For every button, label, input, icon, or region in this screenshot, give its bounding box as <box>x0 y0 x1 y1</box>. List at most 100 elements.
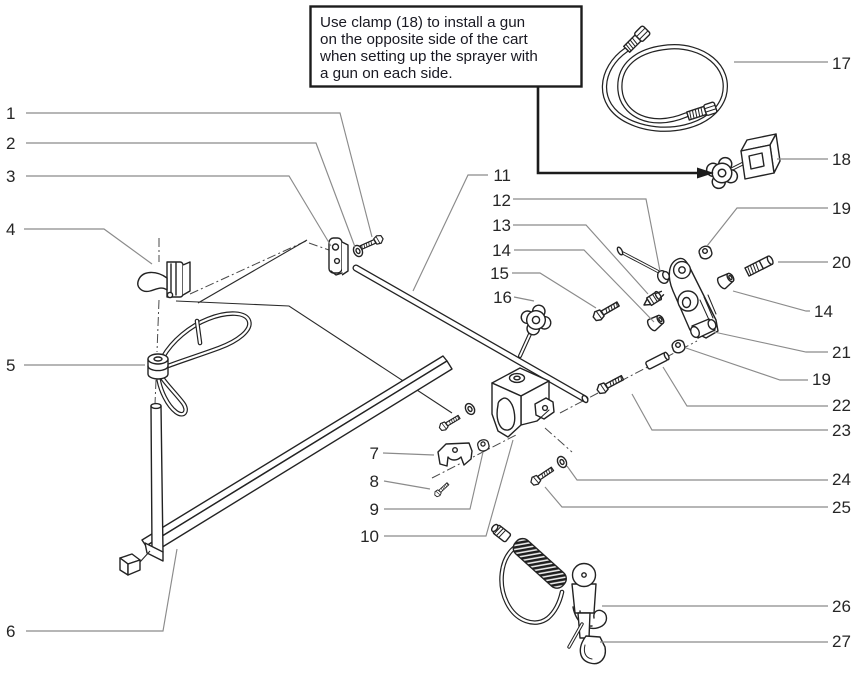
part-saddle-clamp <box>437 442 473 467</box>
bolt-axis <box>544 427 573 453</box>
part-gun-support-rod <box>352 264 589 404</box>
leader-9 <box>384 451 484 510</box>
callout-20: 20 <box>832 253 851 272</box>
callout-11: 11 <box>493 166 511 185</box>
part-spacer <box>645 351 670 370</box>
callout-19-top: 19 <box>832 199 851 218</box>
callout-17: 17 <box>832 54 851 73</box>
part-hose <box>601 25 728 132</box>
part-bolt <box>528 464 556 488</box>
leader-15 <box>512 272 597 309</box>
leader-8 <box>383 480 431 490</box>
part-flange-nut <box>715 270 737 291</box>
leader-4 <box>24 228 153 265</box>
part-bolt <box>594 372 626 397</box>
note-line-2: on the opposite side of the cart <box>320 31 528 48</box>
leader-19-bottom <box>685 347 808 381</box>
callout-6: 6 <box>6 622 15 641</box>
callout-7: 7 <box>370 444 379 463</box>
note-line-3: when setting up the sprayer with <box>319 48 538 65</box>
leader-16 <box>513 296 535 302</box>
part-gun-clamp <box>700 133 781 195</box>
part-clamp-knob <box>516 300 556 358</box>
saddle-axis <box>431 433 519 479</box>
part-spray-gun <box>490 523 608 665</box>
leader-24 <box>566 465 828 481</box>
callout-4: 4 <box>6 220 15 239</box>
center-axis-line <box>154 238 160 405</box>
part-pivot-pin <box>616 246 671 284</box>
callout-5: 5 <box>6 356 15 375</box>
callout-3: 3 <box>6 167 15 186</box>
callout-24: 24 <box>832 470 851 489</box>
leader-6 <box>26 548 178 632</box>
note-arrowhead-icon <box>697 167 714 179</box>
leader-14-left <box>514 249 655 323</box>
leader-21 <box>713 331 828 353</box>
gun-inlet-fitting <box>490 523 512 543</box>
leader-11 <box>412 174 488 292</box>
callout-23: 23 <box>832 421 851 440</box>
note-arrow-line <box>536 86 697 175</box>
part-square-nut <box>476 437 491 453</box>
part-bolt <box>590 299 622 324</box>
bracket-axis <box>308 242 330 251</box>
part-rod-bracket <box>328 237 349 276</box>
note-callout: Use clamp (18) to install a gun on the o… <box>309 5 714 179</box>
leader-1 <box>26 112 373 238</box>
callout-15: 15 <box>490 264 509 283</box>
frame-corner <box>144 542 164 562</box>
part-hook-and-grommet <box>147 311 252 417</box>
callout-14-left: 14 <box>492 241 511 260</box>
part-gun-mount-block <box>491 367 555 438</box>
leader-13 <box>513 224 649 295</box>
callout-21: 21 <box>832 343 851 362</box>
part-frame-bottom-rail <box>141 355 453 555</box>
callout-9: 9 <box>370 500 379 519</box>
part-washer <box>462 401 478 417</box>
note-line-4: a gun on each side. <box>320 65 453 82</box>
callout-12: 12 <box>492 191 511 210</box>
hose-fitting-top <box>623 25 651 53</box>
callout-8: 8 <box>370 472 379 491</box>
part-pin-bushing <box>656 270 671 284</box>
part-locknut <box>670 338 687 355</box>
leader-23 <box>631 393 828 431</box>
callout-2: 2 <box>6 134 15 153</box>
bracket-sleeve <box>689 318 717 339</box>
leader-12 <box>513 198 661 272</box>
part-frame-upright <box>119 402 164 576</box>
leader-22 <box>662 366 828 407</box>
callout-25: 25 <box>832 498 851 517</box>
clamp-bracket-axis <box>189 240 307 295</box>
callout-26: 26 <box>832 597 851 616</box>
callout-1: 1 <box>6 104 15 123</box>
callout-18: 18 <box>832 150 851 169</box>
gun-body <box>571 583 597 614</box>
frame-tube-line <box>175 300 453 414</box>
leader-25 <box>544 486 828 508</box>
leader-19-top <box>706 207 828 247</box>
note-box <box>309 5 583 88</box>
panel-top-edge <box>197 239 308 304</box>
callout-10: 10 <box>360 527 379 546</box>
leader-2 <box>26 142 356 248</box>
hose-fitting-bottom <box>686 101 718 121</box>
callout-27: 27 <box>832 632 851 651</box>
part-flange-nut <box>645 312 667 333</box>
callout-22: 22 <box>832 396 851 415</box>
callout-14-right: 14 <box>814 302 833 321</box>
part-swivel-bracket <box>668 257 719 339</box>
note-line-1: Use clamp (18) to install a gun <box>320 14 525 31</box>
leader-lines <box>24 61 828 643</box>
part-screw <box>432 481 451 499</box>
part-locknut <box>697 244 714 261</box>
leader-7 <box>382 452 435 456</box>
part-threaded-stud <box>744 255 774 277</box>
callout-19-bottom: 19 <box>812 370 831 389</box>
leader-3 <box>26 175 332 247</box>
callout-13: 13 <box>492 216 511 235</box>
callout-labels: 1 2 3 4 5 6 7 8 9 10 11 12 13 14 15 16 1… <box>6 54 851 651</box>
